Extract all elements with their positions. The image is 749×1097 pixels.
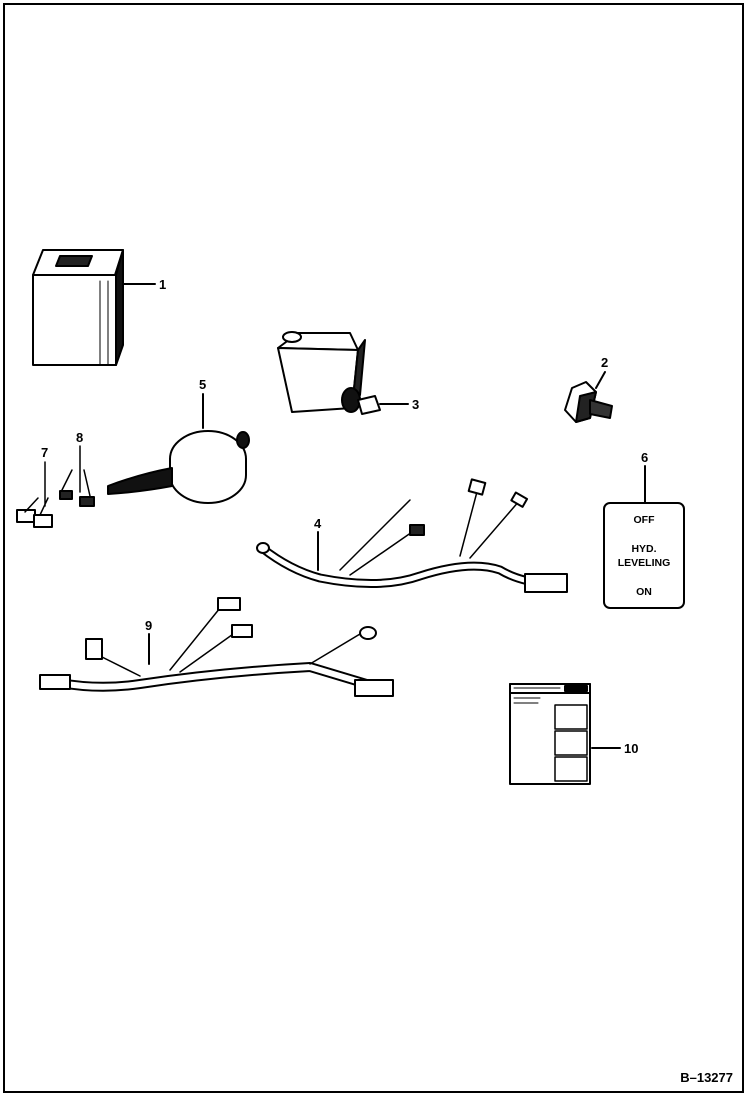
callout-2: 2 <box>601 355 608 370</box>
relay-box <box>32 249 124 366</box>
callout-9: 9 <box>145 618 152 633</box>
decal-line1: HYD. <box>631 543 656 555</box>
callout-5: 5 <box>199 377 206 392</box>
terminals <box>16 445 95 528</box>
callout-1: 1 <box>159 277 166 292</box>
decal-on: ON <box>636 586 652 598</box>
callout-3: 3 <box>412 397 419 412</box>
callout-6: 6 <box>641 450 648 465</box>
callout-10: 10 <box>624 741 638 756</box>
decal-line2: LEVELING <box>618 557 671 569</box>
callout-4: 4 <box>314 516 322 531</box>
toggle-switch <box>277 331 381 415</box>
pressure-switch <box>107 430 250 504</box>
instruction-manual <box>509 683 591 785</box>
figure-id: B–13277 <box>680 1070 733 1085</box>
decal-off: OFF <box>634 514 656 526</box>
leader-2 <box>595 371 606 389</box>
callout-7: 7 <box>41 445 48 460</box>
harness-4 <box>256 478 568 593</box>
bolt <box>564 381 613 423</box>
callout-8: 8 <box>76 430 83 445</box>
drawing-frame <box>3 3 744 1093</box>
harness-9 <box>39 597 394 697</box>
